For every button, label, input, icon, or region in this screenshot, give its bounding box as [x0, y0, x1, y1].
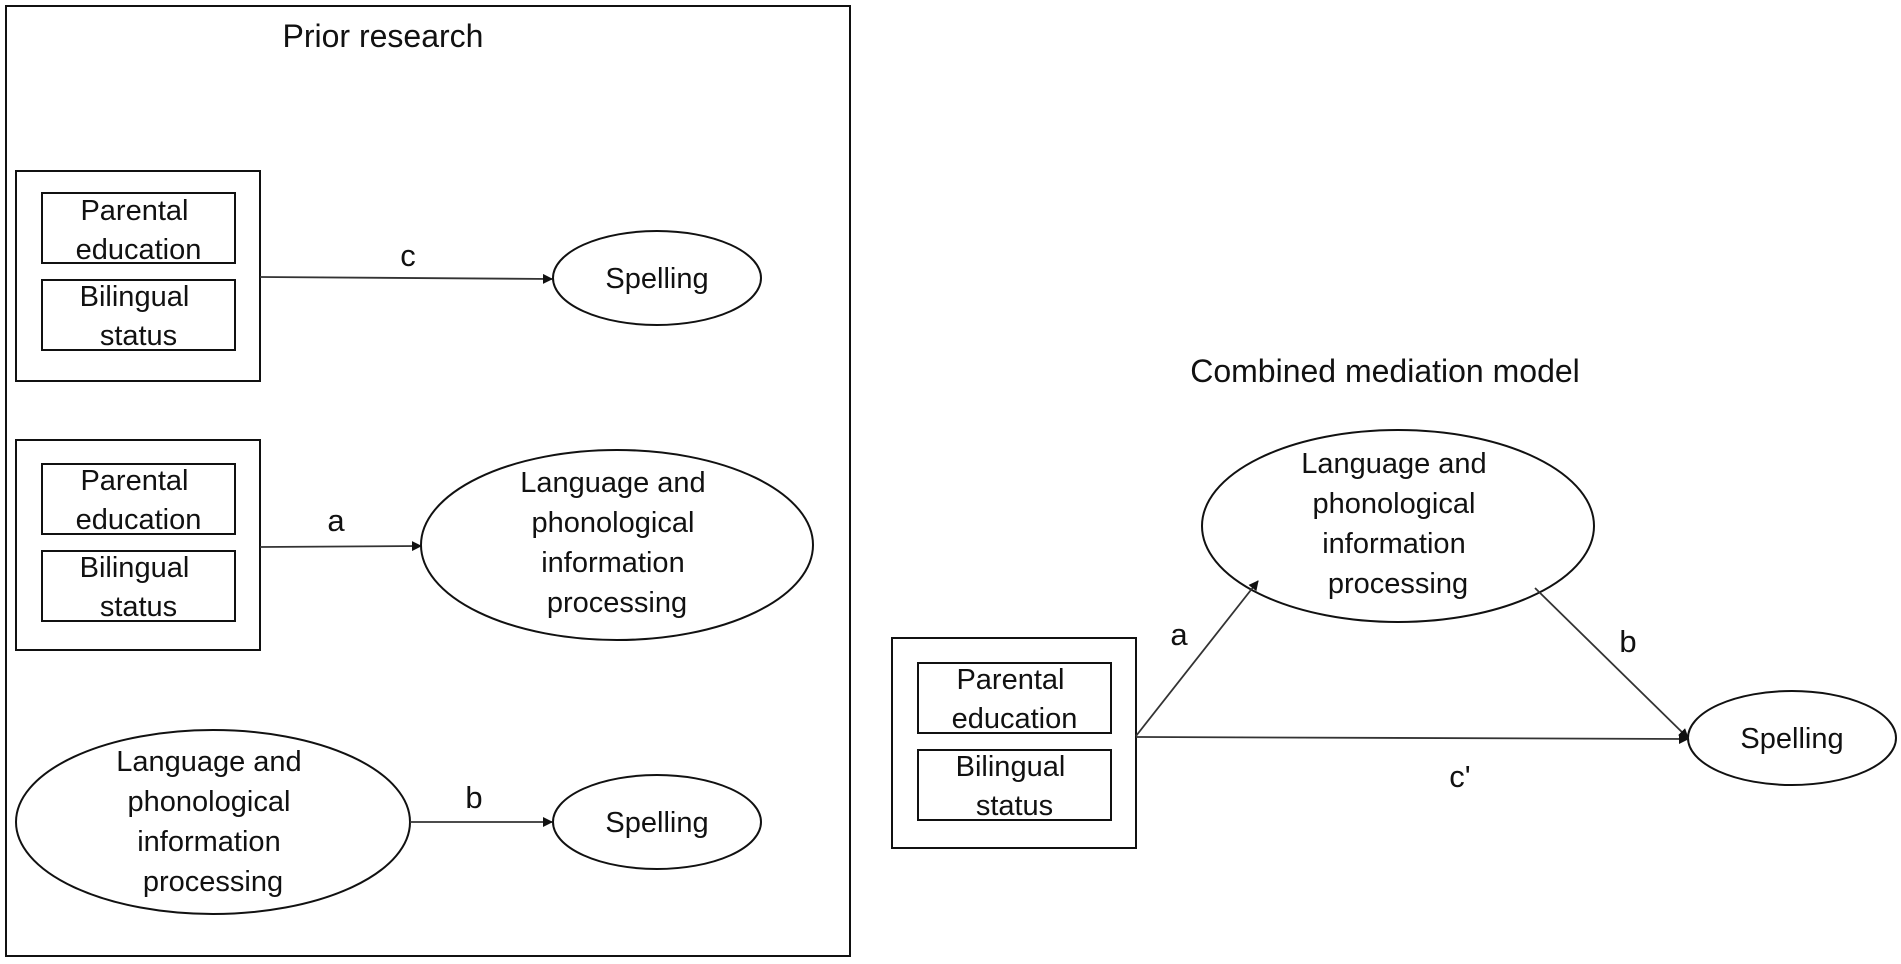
language-processing-line-1: Language and: [520, 467, 705, 499]
path-b-arrow: [1534, 587, 1689, 739]
parental-education-label: Parental education: [952, 664, 1078, 735]
language-processing-line-3: information: [541, 547, 684, 579]
bilingual-status-line-1: Bilingual: [80, 281, 190, 313]
bilingual-status-line-2: status: [100, 591, 177, 623]
language-processing-line-4: processing: [547, 587, 687, 619]
parental-education-box: [41, 463, 236, 535]
language-processing-label: Language and phonological information pr…: [1301, 448, 1495, 600]
spelling-node: [552, 230, 762, 326]
language-processing-line-2: phonological: [128, 786, 291, 818]
parental-education-line-1: Parental: [80, 465, 188, 497]
spelling-label: Spelling: [605, 807, 708, 839]
path-c-arrow: [259, 273, 553, 284]
combined-mediation-model: Combined mediation model Parental educat…: [891, 353, 1897, 849]
spelling-label: Spelling: [1740, 723, 1843, 755]
parental-education-box: [41, 192, 236, 264]
parental-education-label: Parental education: [76, 195, 202, 266]
bilingual-status-box: [917, 749, 1112, 821]
language-processing-label: Language and phonological information pr…: [116, 746, 310, 898]
path-c-label: c: [400, 238, 416, 273]
language-processing-node: [1201, 429, 1595, 623]
language-processing-line-3: information: [137, 826, 280, 858]
language-processing-label: Language and phonological information pr…: [520, 467, 714, 619]
bilingual-status-line-2: status: [100, 320, 177, 352]
path-a-arrow: [259, 541, 422, 552]
bilingual-status-label: Bilingual status: [80, 281, 198, 352]
language-processing-line-1: Language and: [1301, 448, 1486, 480]
bilingual-status-box: [41, 550, 236, 622]
language-processing-node: [420, 449, 814, 641]
language-processing-line-4: processing: [143, 866, 283, 898]
parental-education-line-2: education: [76, 504, 202, 536]
combined-model-title: Combined mediation model: [1190, 353, 1580, 389]
language-processing-line-1: Language and: [116, 746, 301, 778]
parental-education-line-2: education: [952, 703, 1078, 735]
prior-row-b: Language and phonological information pr…: [15, 729, 762, 915]
path-a-label: a: [1170, 617, 1188, 652]
spelling-label: Spelling: [605, 263, 708, 295]
parental-education-line-1: Parental: [956, 664, 1064, 696]
path-b-label: b: [465, 780, 482, 815]
prior-row-c: Parental education Bilingual status c Sp…: [15, 170, 762, 382]
bilingual-status-line-1: Bilingual: [80, 552, 190, 584]
prior-research-title: Prior research: [283, 18, 484, 54]
language-processing-line-3: information: [1322, 528, 1465, 560]
parental-education-line-2: education: [76, 234, 202, 266]
bilingual-status-box: [41, 279, 236, 351]
prior-row-a: Parental education Bilingual status a La…: [15, 439, 814, 651]
parental-education-line-1: Parental: [80, 195, 188, 227]
bilingual-status-label: Bilingual status: [80, 552, 198, 623]
prior-research-frame: [5, 5, 851, 957]
path-c-prime-arrow: [1135, 733, 1689, 744]
bilingual-status-line-2: status: [976, 790, 1053, 822]
path-b-label: b: [1619, 624, 1636, 659]
prior-research-panel: Prior research Parental education Biling…: [5, 5, 851, 957]
language-processing-line-2: phonological: [532, 507, 695, 539]
path-c-prime-label: c': [1449, 759, 1470, 794]
language-processing-line-4: processing: [1328, 568, 1468, 600]
path-a-label: a: [327, 503, 345, 538]
spelling-node: [552, 774, 762, 870]
path-a-arrow: [1135, 580, 1259, 737]
parental-education-box: [917, 662, 1112, 734]
language-processing-line-2: phonological: [1313, 488, 1476, 520]
parental-education-label: Parental education: [76, 465, 202, 536]
bilingual-status-line-1: Bilingual: [956, 751, 1066, 783]
bilingual-status-label: Bilingual status: [956, 751, 1074, 822]
